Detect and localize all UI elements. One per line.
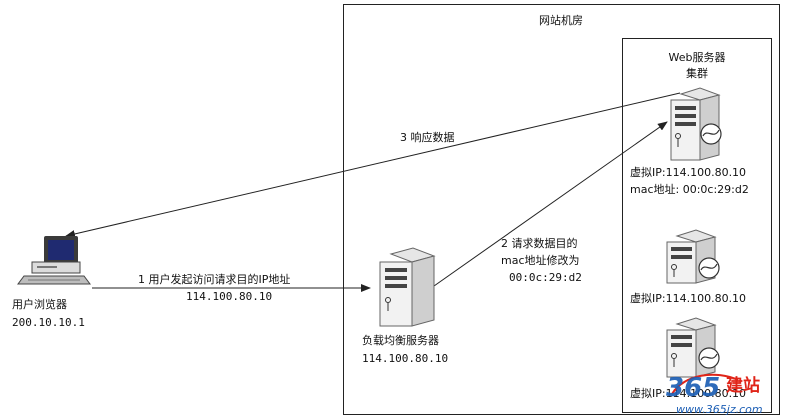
step1-label: 1 用户发起访问请求目的IP地址: [138, 272, 290, 286]
arrow-step2: [433, 121, 668, 287]
web-server-icon: [666, 317, 720, 378]
web-server-icon: [666, 229, 720, 284]
watermark-logo: 365 建站 www.365jz.com: [666, 373, 763, 416]
server1-mac-label: mac地址: 00:0c:29:d2: [630, 182, 749, 196]
web-server-icon: [670, 87, 722, 161]
server3-ip-label: 虚拟IP:114.100.80.10: [630, 386, 746, 400]
cluster-title-line2: 集群: [686, 66, 708, 80]
computer-icon: [17, 236, 91, 285]
svg-text:www.365jz.com: www.365jz.com: [676, 403, 763, 416]
datacenter-title: 网站机房: [539, 13, 583, 27]
cluster-title-line1: Web服务器: [669, 51, 726, 64]
server1-ip-label: 虚拟IP:114.100.80.10: [630, 165, 746, 179]
browser-ip: 200.10.10.1: [12, 316, 85, 329]
step2-label-line2: mac地址修改为: [501, 253, 580, 267]
load-balancer-ip: 114.100.80.10: [362, 352, 448, 365]
cluster-box: [622, 38, 772, 413]
svg-text:建站: 建站: [726, 375, 760, 396]
browser-label: 用户浏览器: [12, 297, 67, 311]
load-balancer-icon: [379, 247, 436, 327]
step2-label-line1: 2 请求数据目的: [501, 236, 578, 250]
step1-ip: 114.100.80.10: [186, 290, 272, 303]
datacenter-box: [343, 4, 780, 415]
server2-ip-label: 虚拟IP:114.100.80.10: [630, 291, 746, 305]
step2-label-line3: 00:0c:29:d2: [509, 271, 582, 284]
load-balancer-label: 负载均衡服务器: [362, 333, 439, 347]
svg-text:365: 365: [666, 373, 720, 403]
arrow-step3: [65, 92, 681, 238]
step3-label: 3 响应数据: [400, 130, 455, 144]
